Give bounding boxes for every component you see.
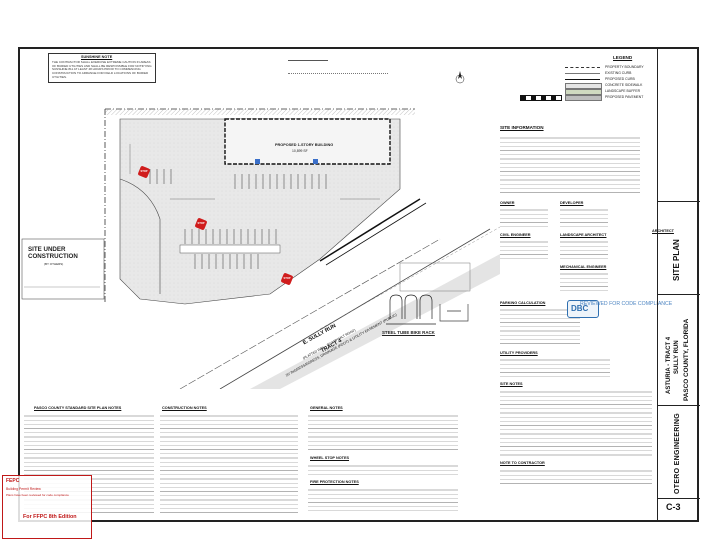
legend-list: PROPERTY BOUNDARY EXISTING CURB PROPOSED…	[565, 65, 695, 101]
fepc-stamp-line-2: Building Permit Review	[6, 487, 41, 491]
developer-header: DEVELOPER	[560, 201, 584, 205]
construction-notes-body	[160, 413, 298, 513]
landscape-architect-header: LANDSCAPE ARCHITECT	[560, 233, 607, 237]
legend-item: PROPERTY BOUNDARY	[605, 65, 644, 69]
legend-title: LEGEND	[613, 55, 633, 60]
legend: LEGEND PROPERTY BOUNDARY EXISTING CURB P…	[565, 55, 695, 115]
site-plan-drawing	[21, 71, 500, 389]
parking-calc-header: PARKING CALCULATION	[500, 301, 546, 305]
site-under-construction: SITE UNDER CONSTRUCTION	[28, 246, 78, 260]
project-line-3: PASCO COUNTY, FLORIDA	[683, 318, 690, 401]
architect-header: ARCHITECT	[652, 229, 674, 233]
drawing-sheet: SUNSHINE NOTE THE CONTRACTOR SHALL EXERC…	[18, 47, 700, 522]
general-notes-header: GENERAL NOTES	[310, 406, 343, 410]
legend-item: LANDSCAPE BUFFER	[605, 89, 641, 93]
title-block-divider-3	[658, 498, 700, 499]
title-block-row-1	[658, 49, 700, 202]
fepc-stamp-edition: For FFPC 8th Edition	[23, 514, 77, 520]
sunshine-note-box: SUNSHINE NOTE THE CONTRACTOR SHALL EXERC…	[48, 53, 156, 83]
stop-sign-1-label: STOP	[140, 170, 148, 173]
building-area: 10,899 SF	[292, 149, 308, 153]
parking-rows	[500, 307, 580, 345]
legend-item: PROPOSED PAVEMENT	[605, 95, 644, 99]
dbc-logo: DBC	[567, 300, 599, 318]
site-notes-header: SITE NOTES	[500, 382, 523, 386]
fepc-stamp-line-3: Plans have been reviewed for code compli…	[6, 493, 69, 497]
dbc-logo-text: DBC	[571, 304, 589, 313]
site-information-panel: SITE INFORMATION OWNER DEVELOPER CIVIL E…	[500, 121, 650, 379]
contractor-notes-body	[500, 468, 652, 486]
title-block-divider-1	[658, 294, 700, 295]
stop-sign-3-label: STOP	[283, 277, 291, 280]
owner-header: OWNER	[500, 201, 515, 205]
civil-rows	[500, 239, 548, 261]
top-middle-note	[288, 57, 388, 74]
mechanical-rows	[560, 271, 608, 293]
title-block: SITE PLAN ASTURIA - TRACT 4 SULLY RUN PA…	[657, 49, 700, 520]
landscape-rows	[560, 239, 608, 261]
firm-name: OTERO ENGINEERING	[674, 413, 681, 494]
utility-rows	[500, 357, 610, 377]
scale-bar	[520, 95, 562, 101]
site-notes-body	[500, 389, 652, 459]
building-label: PROPOSED 1-STORY BUILDING	[275, 143, 334, 147]
utility-providers-header: UTILITY PROVIDERS	[500, 351, 538, 355]
sheet-title: SITE PLAN	[672, 239, 681, 281]
civil-engineer-header: CIVIL ENGINEER	[500, 233, 531, 237]
general-notes-body	[308, 413, 458, 453]
sunshine-note-title: SUNSHINE NOTE	[81, 55, 113, 59]
contractor-notes-header: NOTE TO CONTRACTOR	[500, 461, 545, 465]
pasco-notes-header: PASCO COUNTY STANDARD SITE PLAN NOTES	[34, 406, 122, 410]
site-under-construction-sub: (BY OTHERS)	[44, 262, 64, 266]
legend-item: PROPOSED CURB	[605, 77, 635, 81]
fire-protection-body	[308, 487, 458, 511]
fepc-stamp-line-1: FEPC	[6, 478, 20, 484]
sheet-number: C-3	[666, 502, 681, 512]
wheel-stop-header: WHEEL STOP NOTES	[310, 456, 350, 460]
bike-rack-label: STEEL TUBE BIKE RACK	[382, 330, 435, 335]
title-block-divider-2	[658, 405, 700, 406]
code-compliance-stamp: REVIEWED FOR CODE COMPLIANCE	[580, 301, 673, 307]
fire-protection-header: FIRE PROTECTION NOTES	[310, 480, 359, 484]
mechanical-engineer-header: MECHANICAL ENGINEER	[560, 265, 607, 269]
owner-rows	[500, 207, 548, 229]
site-info-header: SITE INFORMATION	[500, 125, 544, 130]
wheel-stop-body	[308, 463, 458, 477]
site-info-rows	[500, 135, 640, 195]
project-line-1: ASTURIA - TRACT 4	[666, 336, 672, 394]
project-line-2: SULLY RUN	[674, 340, 680, 374]
legend-item: EXISTING CURB	[605, 71, 632, 75]
sunshine-note-text: THE CONTRACTOR SHALL EXERCISE EXTREME CA…	[52, 60, 152, 79]
legend-item: CONCRETE SIDEWALK	[605, 83, 643, 87]
construction-notes-header: CONSTRUCTION NOTES	[162, 406, 207, 410]
fepc-review-stamp: FEPC Building Permit Review Plans have b…	[2, 475, 92, 539]
developer-rows	[560, 207, 608, 229]
stop-sign-2-label: STOP	[197, 222, 205, 225]
